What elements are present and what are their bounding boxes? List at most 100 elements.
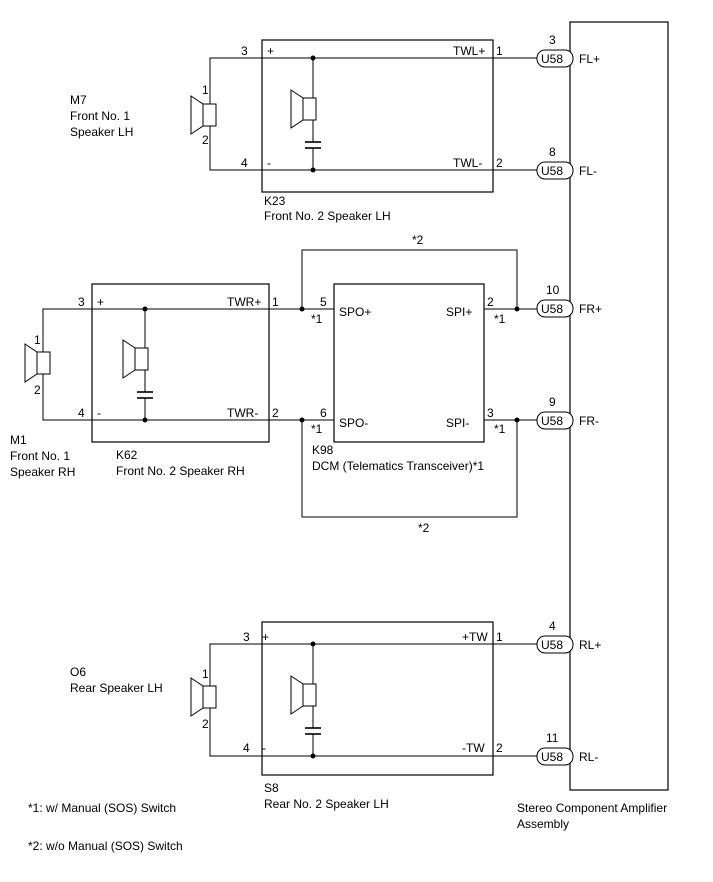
- connector-label: U58: [541, 750, 563, 764]
- s8-code: S8: [264, 781, 279, 795]
- m7-line2: Speaker LH: [70, 125, 133, 139]
- s8-box: [261, 621, 494, 776]
- o6-pin-top: 1: [202, 667, 209, 681]
- k23-code: K23: [264, 194, 286, 208]
- k98-spo-minus-pin: 6: [320, 406, 327, 420]
- connector-fl-plus: 3 U58 FL+: [536, 33, 600, 68]
- connector-pin: 4: [549, 619, 556, 633]
- speaker-icon: [190, 95, 217, 135]
- k23-out-plus-label: TWL+: [453, 44, 485, 58]
- k98-name: DCM (Telematics Transceiver)*1: [312, 459, 484, 473]
- star1-marker: *1: [311, 422, 323, 436]
- speaker-icon: [290, 89, 317, 129]
- k23-name: Front No. 2 Speaker LH: [264, 209, 391, 223]
- footnotes: *1: w/ Manual (SOS) Switch *2: w/o Manua…: [28, 801, 183, 853]
- star2-marker: *2: [412, 233, 424, 247]
- connector-label: U58: [541, 638, 563, 652]
- s8-minus-sign: -: [262, 741, 266, 755]
- s8-out-plus-label: +TW: [462, 630, 488, 644]
- s8-out-minus-label: -TW: [462, 741, 485, 755]
- k23-out-minus-label: TWL-: [453, 156, 482, 170]
- k62-pin-in-minus: 4: [78, 406, 85, 420]
- k62-minus-sign: -: [97, 406, 101, 420]
- k23-box: [261, 39, 494, 193]
- connector-pin: 9: [549, 395, 556, 409]
- k23-pin-in-plus: 3: [241, 44, 248, 58]
- speaker-icon: [190, 677, 217, 717]
- k98-spo-plus: SPO+: [339, 305, 371, 319]
- connector-label: U58: [541, 164, 563, 178]
- speaker-icon: [290, 675, 317, 715]
- section-rear-lh: O6 Rear Speaker LH 1 2 3 + 4 - +TW 1 -TW…: [70, 621, 537, 811]
- connector-fr-minus: 9 U58 FR-: [536, 395, 599, 430]
- o6-line1: Rear Speaker LH: [70, 681, 163, 695]
- amplifier-body: [569, 21, 669, 791]
- connector-signal: RL+: [579, 638, 601, 652]
- s8-out-plus-pin: 1: [496, 630, 503, 644]
- m7-pin-top: 1: [202, 83, 209, 97]
- k62-name: Front No. 2 Speaker RH: [116, 464, 245, 478]
- k98-box: [333, 283, 485, 443]
- connector-rl-minus: 11 U58 RL-: [536, 731, 598, 766]
- k62-out-minus-pin: 2: [272, 406, 279, 420]
- connector-pin: 10: [546, 283, 560, 297]
- connector-fl-minus: 8 U58 FL-: [536, 145, 597, 180]
- k98-spo-plus-pin: 5: [320, 295, 327, 309]
- star1-marker: *1: [494, 312, 506, 326]
- k23-pin-in-minus: 4: [241, 156, 248, 170]
- k62-out-plus-label: TWR+: [227, 295, 261, 309]
- section-front-rh: M1 Front No. 1 Speaker RH 1 2 3 + 4 - TW…: [10, 233, 537, 535]
- m1-line2: Speaker RH: [10, 465, 75, 479]
- k62-plus-sign: +: [97, 295, 104, 309]
- k98-spi-plus: SPI+: [446, 305, 472, 319]
- star1-marker: *1: [494, 422, 506, 436]
- connector-pin: 3: [549, 33, 556, 47]
- connector-rl-plus: 4 U58 RL+: [536, 619, 601, 654]
- k98-spo-minus: SPO-: [339, 416, 368, 430]
- o6-code: O6: [70, 665, 86, 679]
- m7-pin-bottom: 2: [202, 133, 209, 147]
- m1-pin-bottom: 2: [34, 383, 41, 397]
- footnote-1: *1: w/ Manual (SOS) Switch: [28, 801, 176, 815]
- amplifier-assembly: Stereo Component Amplifier Assembly: [517, 21, 669, 831]
- speaker-icon: [122, 339, 149, 379]
- s8-pin-in-minus: 4: [243, 741, 250, 755]
- s8-out-minus-pin: 2: [496, 741, 503, 755]
- connector-signal: FR-: [579, 414, 599, 428]
- footnote-2: *2: w/o Manual (SOS) Switch: [28, 839, 183, 853]
- k23-minus-sign: -: [267, 156, 271, 170]
- connector-label: U58: [541, 414, 563, 428]
- k62-out-plus-pin: 1: [272, 295, 279, 309]
- connector-signal: FL-: [579, 164, 597, 178]
- m1-line1: Front No. 1: [10, 449, 70, 463]
- section-front-lh: M7 Front No. 1 Speaker LH 1 2 3 + 4 - TW…: [70, 39, 537, 223]
- m7-line1: Front No. 1: [70, 109, 130, 123]
- k98-spi-minus-pin: 3: [487, 406, 494, 420]
- o6-pin-bottom: 2: [202, 717, 209, 731]
- m1-pin-top: 1: [34, 333, 41, 347]
- k62-box: [91, 283, 270, 443]
- s8-pin-in-plus: 3: [243, 630, 250, 644]
- connector-signal: FL+: [579, 52, 600, 66]
- s8-plus-sign: +: [262, 630, 269, 644]
- k98-code: K98: [312, 443, 334, 457]
- k62-pin-in-plus: 3: [78, 295, 85, 309]
- connector-fr-plus: 10 U58 FR+: [536, 283, 602, 318]
- k98-spi-plus-pin: 2: [487, 295, 494, 309]
- connector-label: U58: [541, 302, 563, 316]
- k98-spi-minus: SPI-: [446, 416, 469, 430]
- k23-out-plus-pin: 1: [496, 44, 503, 58]
- k62-out-minus-label: TWR-: [227, 406, 258, 420]
- connector-signal: FR+: [579, 302, 602, 316]
- connector-signal: RL-: [579, 750, 598, 764]
- k62-code: K62: [116, 448, 138, 462]
- connector-pin: 11: [546, 731, 559, 745]
- m1-code: M1: [10, 433, 27, 447]
- connector-label: U58: [541, 52, 563, 66]
- star1-marker: *1: [311, 312, 323, 326]
- m7-code: M7: [70, 93, 87, 107]
- k23-plus-sign: +: [267, 44, 274, 58]
- connector-pin: 8: [549, 145, 556, 159]
- s8-name: Rear No. 2 Speaker LH: [264, 797, 389, 811]
